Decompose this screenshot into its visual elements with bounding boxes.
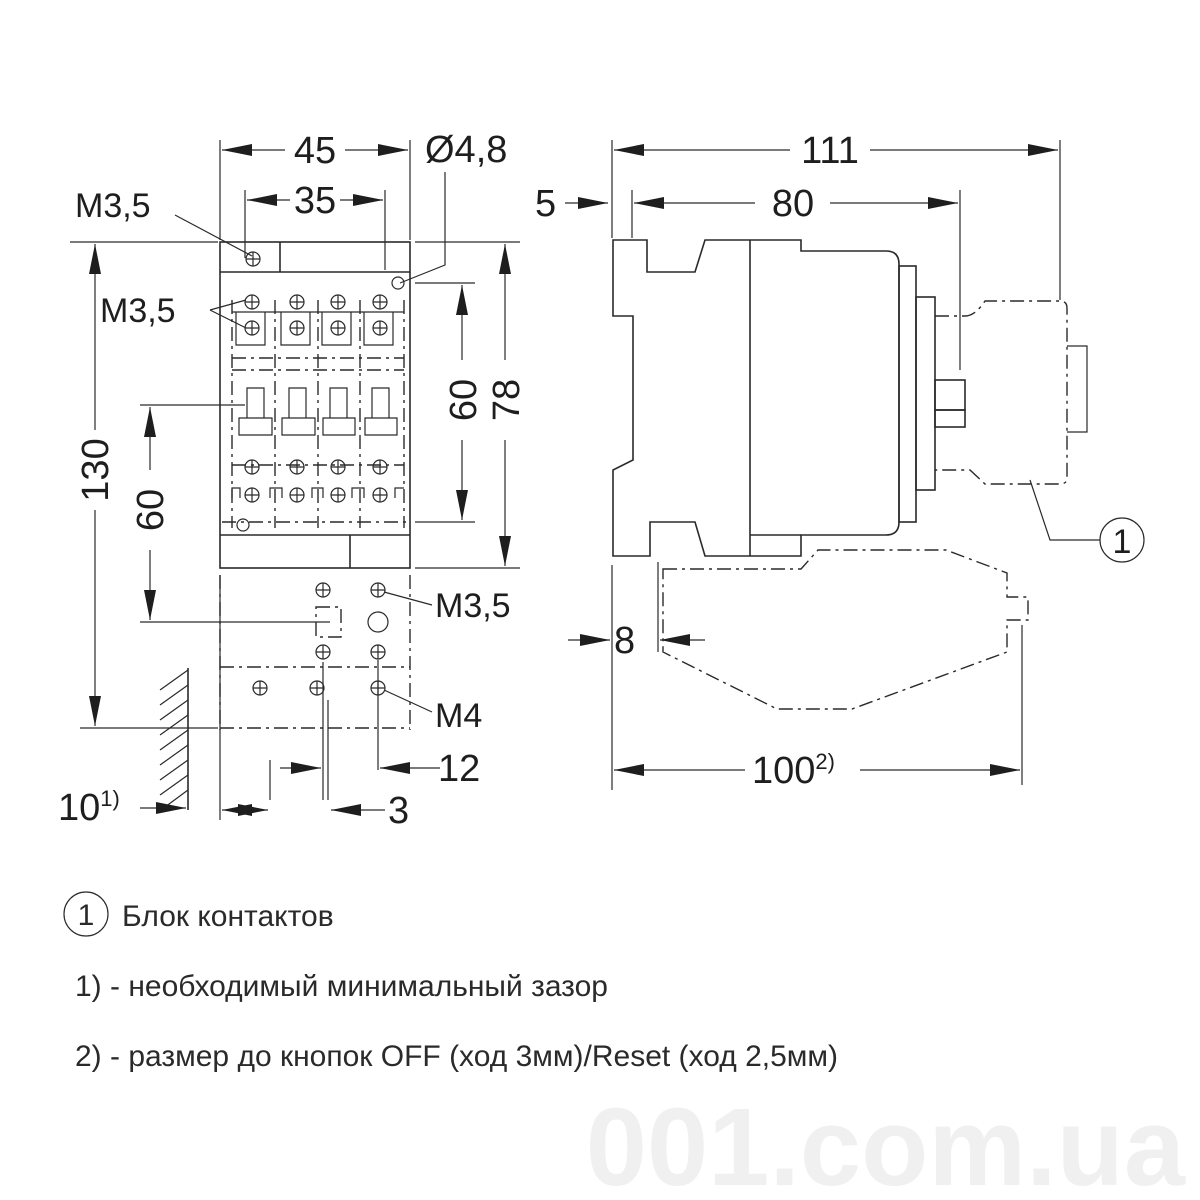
dim-buttons-100: 1002)	[752, 749, 835, 792]
screw-label-accessory: M3,5	[435, 587, 511, 625]
mounting-hole-icon	[236, 518, 250, 532]
dim-clearance-10: 101)	[58, 786, 120, 829]
callout-1: 1	[1113, 523, 1132, 561]
mounting-adapter-outline	[219, 575, 411, 730]
contactor-body-front	[219, 241, 411, 569]
mounting-hole-icon	[391, 276, 405, 290]
note-1: 1) - необходимый минимальный зазор	[75, 970, 608, 1003]
dim-height-60-terminals: 60	[443, 379, 485, 421]
side-view: 1 111 80 5 8 1002)	[535, 130, 1145, 792]
overload-relay-outline	[662, 549, 1029, 710]
hole-diameter-label: Ø4,8	[425, 129, 507, 171]
screw-label-top: M3,5	[75, 187, 151, 225]
legend-item-text: Блок контактов	[122, 900, 334, 933]
contactor-body-side	[612, 239, 900, 557]
screw-label-terminals: M3,5	[100, 292, 176, 330]
dim-offset-5: 5	[535, 183, 556, 225]
front-view: 45 35 Ø4,8 130 60 60 78 M3,5 M3,5 M3,5 M…	[58, 129, 528, 832]
dim-width-45: 45	[294, 130, 336, 172]
watermark: 001.com.ua	[586, 1086, 1186, 1200]
dim-height-130: 130	[75, 438, 117, 501]
contacts	[238, 387, 398, 436]
screw-label-mount: M4	[435, 697, 482, 735]
dim-height-60-mount: 60	[130, 489, 172, 531]
legend-marker: 1	[78, 899, 95, 932]
dim-width-35: 35	[294, 180, 336, 222]
dim-offset-12: 12	[438, 748, 480, 790]
note-2: 2) - размер до кнопок OFF (ход 3мм)/Rese…	[75, 1040, 838, 1073]
dim-offset-3: 3	[388, 790, 409, 832]
callout-circle	[1099, 517, 1145, 563]
dim-offset-8: 8	[614, 620, 635, 662]
dim-depth-111: 111	[801, 130, 859, 172]
wall-hatch	[159, 668, 189, 810]
legend: 1 Блок контактов 1) - необходимый минима…	[63, 891, 838, 1073]
dim-height-78: 78	[486, 379, 528, 421]
auxiliary-contact-block-outline	[935, 300, 1068, 485]
dim-depth-80: 80	[772, 183, 814, 225]
terminals-bottom	[222, 459, 410, 523]
legend-marker-circle	[63, 891, 109, 937]
